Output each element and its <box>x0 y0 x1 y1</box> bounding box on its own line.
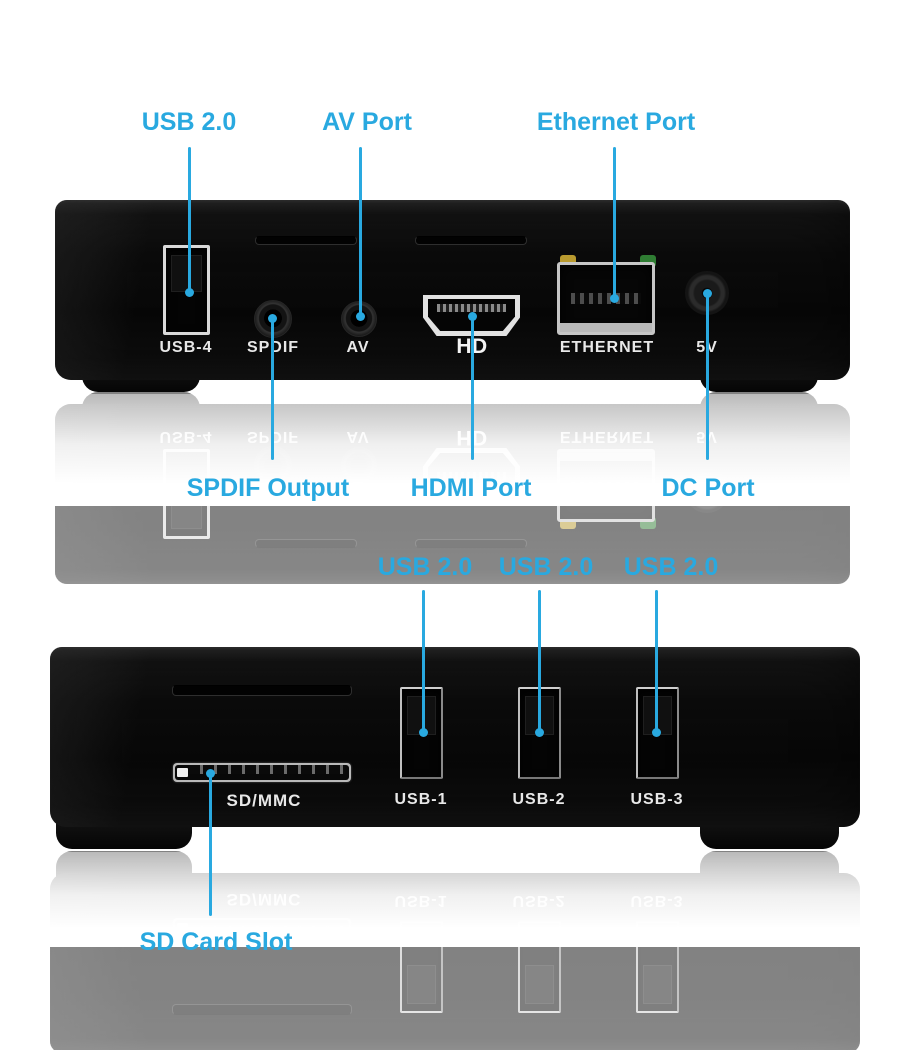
callout-line <box>612 147 616 297</box>
vent-slot <box>172 685 352 696</box>
callout-line <box>470 316 474 460</box>
callout-line <box>208 773 212 916</box>
callout-line <box>537 590 541 730</box>
tv-box-back-view: USB-4 SPDIF AV HD ETHERNET 5V <box>55 200 850 394</box>
port-label-usb3: USB-3 <box>630 791 684 808</box>
callout-usb2-3: USB 2.0 <box>623 553 719 581</box>
callout-dot <box>355 312 365 321</box>
port-label-sdmmc: SD/MMC <box>226 791 302 810</box>
ethernet-port <box>557 262 655 335</box>
callout-line <box>421 590 425 730</box>
sd-slot-teeth <box>189 765 345 775</box>
callout-dot <box>418 728 428 737</box>
hdmi-pins <box>437 304 506 312</box>
callout-dot <box>609 294 619 303</box>
callout-sd-card-slot: SD Card Slot <box>139 928 293 956</box>
device-front-body: SD/MMC USB-1 USB-2 USB-3 <box>50 647 860 827</box>
vent-slot <box>415 236 527 245</box>
port-label-usb4: USB-4 <box>159 339 213 356</box>
callout-av-port: AV Port <box>322 108 412 136</box>
sd-slot-inner <box>175 765 349 780</box>
callout-line <box>358 147 362 315</box>
callout-line <box>705 293 709 460</box>
callout-dot <box>534 728 544 737</box>
callout-usb2-1: USB 2.0 <box>377 553 473 581</box>
ethernet-pins <box>571 293 641 305</box>
port-label-ethernet: ETHERNET <box>559 339 655 356</box>
callout-dot <box>651 728 661 737</box>
port-label-av: AV <box>346 339 370 356</box>
usb-port-4 <box>163 245 210 335</box>
usb-port-3 <box>636 687 679 779</box>
callout-line <box>187 147 191 292</box>
tv-box-front-view: SD/MMC USB-1 USB-2 USB-3 <box>50 647 860 852</box>
device-back-body: USB-4 SPDIF AV HD ETHERNET 5V <box>55 200 850 380</box>
callout-ethernet-port: Ethernet Port <box>536 108 696 136</box>
callout-line <box>270 318 274 460</box>
vent-slot <box>255 236 357 245</box>
callout-usb2-back: USB 2.0 <box>141 108 237 136</box>
sd-slot-notch <box>177 768 188 777</box>
callout-usb2-2: USB 2.0 <box>498 553 594 581</box>
callout-hdmi-port: HDMI Port <box>410 474 532 502</box>
sd-card-slot <box>173 763 351 782</box>
callout-line <box>654 590 658 730</box>
callout-spdif-output: SPDIF Output <box>186 474 350 502</box>
usb-port-1 <box>400 687 443 779</box>
callout-dot <box>184 288 194 297</box>
callout-dc-port: DC Port <box>661 474 755 502</box>
port-label-usb1: USB-1 <box>394 791 448 808</box>
port-label-usb2: USB-2 <box>512 791 566 808</box>
